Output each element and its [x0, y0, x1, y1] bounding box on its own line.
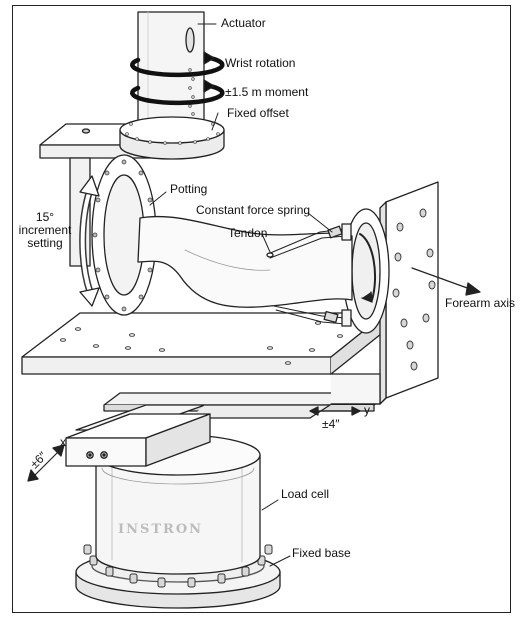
potting-label: Potting: [170, 182, 208, 196]
wrist-rotation-label: Wrist rotation: [225, 56, 296, 70]
base-plate: [21, 312, 387, 375]
y-travel-arrow: [309, 406, 361, 416]
fixed-base-label: Fixed base: [292, 546, 351, 560]
xy-stage: [65, 392, 391, 467]
forearm-axis-arrow: [411, 267, 481, 296]
leader-lines: [149, 23, 333, 567]
right-upright-plate: [330, 181, 439, 405]
increment-setting-label: 15° increment setting: [18, 210, 72, 250]
x-axis-label: x: [60, 435, 66, 449]
forearm-axis-label: Forearm axis: [445, 296, 516, 310]
left-flange: [79, 154, 157, 316]
actuator-label: Actuator: [221, 16, 266, 30]
moment-label: ±1.5 m moment: [225, 85, 309, 99]
forearm-specimen: [137, 215, 353, 308]
figure-frame: [12, 5, 511, 613]
instron-brand-marking: INSTRON: [118, 522, 204, 537]
fixed-offset-label: Fixed offset: [227, 106, 289, 120]
y-range-label: ±4″: [322, 417, 340, 431]
constant-force-spring-label: Constant force spring: [196, 203, 311, 217]
x-travel-arrow: [27, 444, 65, 482]
actuator-assembly: [119, 11, 225, 160]
y-axis-label: y: [364, 403, 370, 417]
tendon-label: Tendon: [228, 226, 268, 240]
load-cell-label: Load cell: [281, 487, 330, 501]
tendon-spring-assembly: [266, 223, 352, 327]
